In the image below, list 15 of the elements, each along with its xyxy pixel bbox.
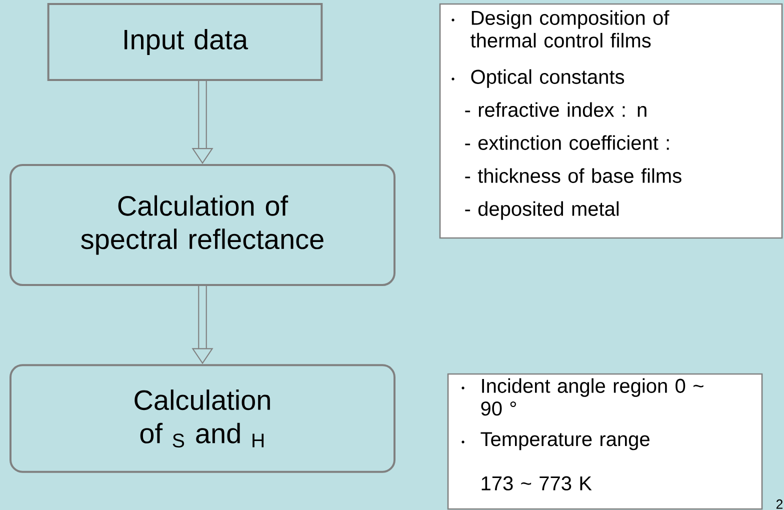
note-text: 173 ~ 773 K (482, 476, 592, 490)
process-box: Calculation of $_{S}$ and $_{H}$ (10, 364, 396, 473)
note-text: Incident angle region 0 ~ 90 ° (481, 378, 704, 416)
note-text: Optical constants (471, 69, 624, 88)
note-box (447, 373, 763, 510)
note-text: - extinction coefficient : (465, 135, 669, 150)
note-text: - deposited metal (465, 201, 619, 220)
page-number: 2 (776, 499, 783, 509)
process-box: Calculation of spectral reflectance (10, 164, 396, 286)
note-box (439, 3, 783, 239)
note-text: - refractive index : n (465, 102, 646, 117)
note-text: Design composition of thermal control films (470, 10, 670, 48)
note-text: Temperature range (480, 432, 650, 450)
process-box: Input data (47, 3, 323, 81)
note-text: - thickness of base films (465, 168, 682, 183)
